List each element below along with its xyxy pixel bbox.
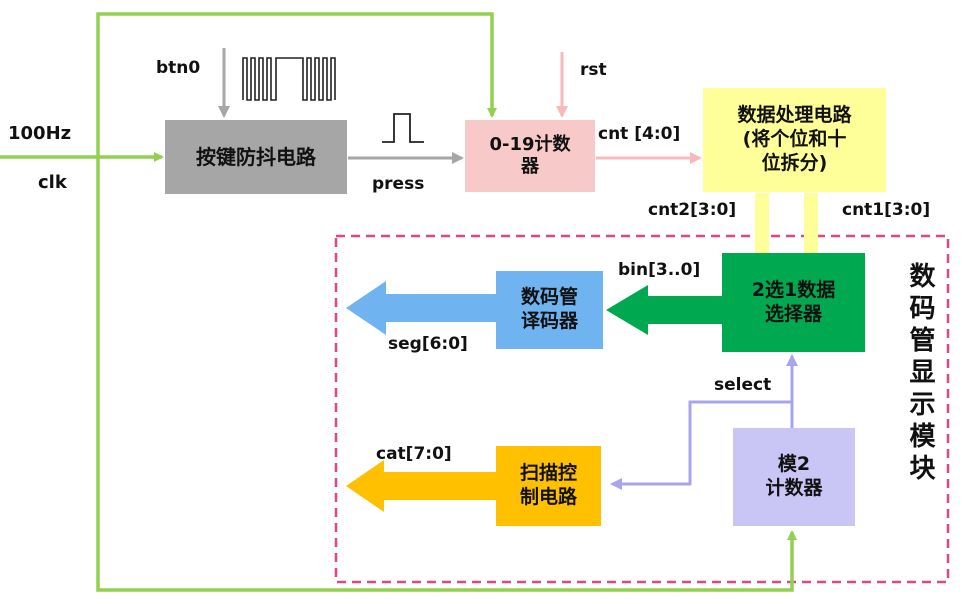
- press-label: press: [372, 174, 425, 194]
- cat-arrow: [346, 460, 496, 512]
- scan-control-block: 扫描控 制电路: [496, 446, 601, 526]
- display-module-label: 数码管显示模块: [905, 262, 935, 486]
- data-proc-label-line1: 数据处理电路: [737, 104, 852, 127]
- decoder-label-line1: 数码管: [520, 286, 578, 309]
- btn0-waveform-icon: [242, 57, 336, 101]
- clk-bus-wire: [96, 12, 497, 157]
- select-label: select: [714, 375, 772, 395]
- bin-label: bin[3..0]: [618, 260, 701, 280]
- mod2-label-line2: 计数器: [765, 477, 823, 499]
- mod2-label-line1: 模2: [777, 453, 811, 476]
- cnt1-label: cnt1[3:0]: [842, 200, 931, 220]
- cnt2-bus: [755, 193, 769, 253]
- mod2-counter-block: 模2 计数器: [733, 428, 855, 526]
- mux-2to1-block: 2选1数据 选择器: [722, 253, 865, 352]
- data-proc-label-line3: 位拆分): [761, 151, 828, 174]
- decoder-label-line2: 译码器: [520, 310, 578, 332]
- data-processing-block: 数据处理电路 (将个位和十 位拆分): [703, 88, 886, 192]
- seg-label: seg[6:0]: [388, 334, 468, 354]
- scan-label-line1: 扫描控: [519, 462, 577, 485]
- counter-label-line2: 器: [521, 156, 539, 177]
- display-module-border: [334, 234, 950, 584]
- mux-label-line1: 2选1数据: [751, 278, 836, 301]
- cnt1-bus: [804, 193, 818, 253]
- cnt2-label: cnt2[3:0]: [648, 200, 737, 220]
- freq-label: 100Hz: [8, 123, 72, 144]
- debounce-circuit-block: 按键防抖电路: [165, 120, 347, 194]
- clk-bus-wire-bottom: [96, 157, 797, 592]
- bin-arrow: [606, 285, 722, 335]
- select-to-scan-wire: [610, 400, 792, 490]
- mux-label-line2: 选择器: [764, 302, 822, 325]
- cnt-label: cnt [4:0]: [598, 124, 681, 144]
- rst-label: rst: [580, 60, 607, 80]
- data-proc-label-line2: (将个位和十: [742, 128, 847, 151]
- seg-arrow: [346, 281, 496, 335]
- segment-decoder-block: 数码管 译码器: [496, 271, 603, 349]
- scan-label-line2: 制电路: [519, 486, 577, 508]
- btn0-label: btn0: [156, 58, 201, 78]
- debounce-label: 按键防抖电路: [196, 144, 316, 169]
- cat-label: cat[7:0]: [376, 444, 452, 464]
- counter-label-line1: 0-19计数: [489, 133, 571, 155]
- counter-0-19-block: 0-19计数 器: [465, 120, 595, 192]
- press-pulse-icon: [382, 113, 424, 143]
- clk-label: clk: [38, 172, 67, 193]
